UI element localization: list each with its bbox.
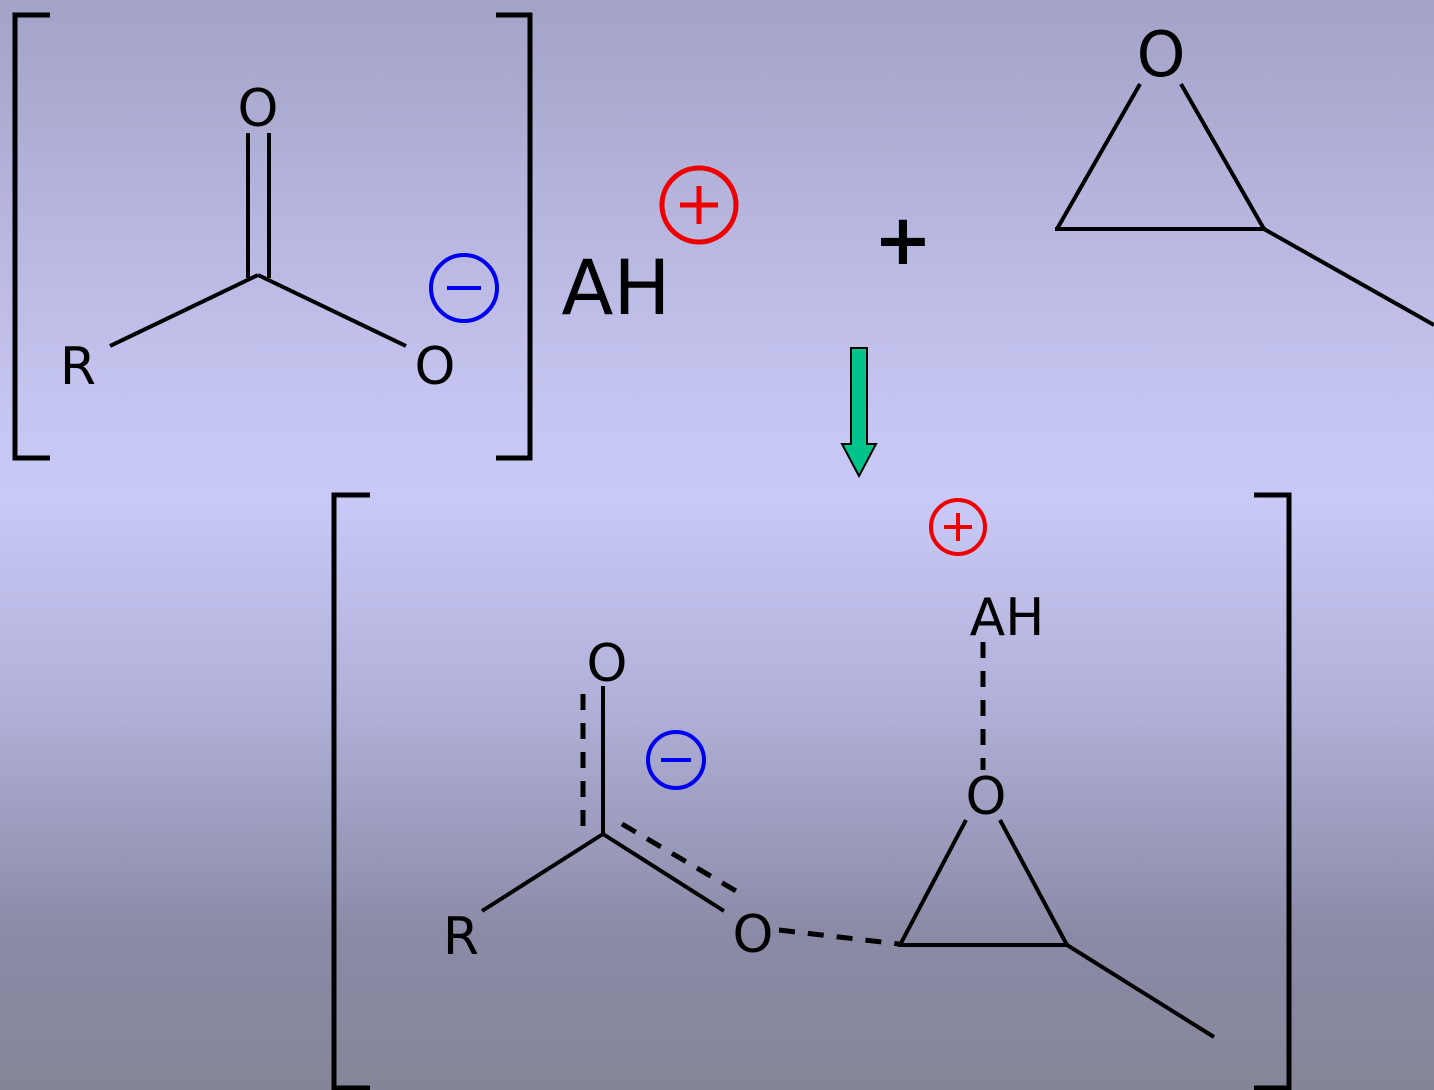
epoxide-oxygen-label: O (1137, 18, 1186, 91)
transition-state: O R O O AH (331, 492, 1292, 1090)
counter-ion: AH (561, 165, 739, 332)
ts-epoxide-o-c1-bond (898, 819, 968, 946)
epoxide-methyl-bond (1263, 227, 1434, 327)
ts-r-group-label: R (443, 907, 479, 967)
ts-acid-label: AH (970, 588, 1045, 648)
ts-epoxide-methyl-bond (1065, 943, 1216, 1039)
right-bracket-bottom (1254, 492, 1292, 1090)
negative-charge-icon (429, 253, 499, 323)
ts-c-o-partial-bond (620, 821, 738, 894)
left-bracket-top (12, 12, 50, 461)
epoxide-o-c1-bond (1055, 83, 1142, 230)
ts-negative-charge-icon (646, 730, 706, 790)
c-o-bond (257, 273, 407, 348)
carbonyl-oxygen-label: O (238, 79, 279, 139)
ts-positive-charge-icon (929, 498, 987, 556)
plus-sign: + (874, 199, 933, 281)
r-group-label: R (60, 337, 96, 397)
right-bracket-top (496, 12, 533, 461)
epoxide: O (1055, 18, 1434, 327)
carboxylate-salt: O R O (12, 12, 533, 461)
ts-forming-bond (778, 927, 900, 947)
epoxide-o-c2-bond (1179, 83, 1266, 230)
counter-ion-label: AH (561, 243, 670, 332)
ts-attacking-oxygen-label: O (733, 905, 774, 965)
ts-epoxide-o-c2-bond (998, 819, 1069, 946)
ts-epoxide-oxygen-label: O (966, 767, 1007, 827)
reaction-arrow-icon (840, 347, 878, 479)
ts-c-r-bond (480, 832, 605, 913)
left-bracket-bottom (331, 492, 370, 1090)
positive-charge-icon (659, 165, 739, 245)
anionic-oxygen-label: O (415, 337, 456, 397)
ts-carbonyl-oxygen-label: O (587, 634, 628, 694)
ts-c-o-solid-bond (601, 832, 726, 913)
c-r-bond (109, 273, 259, 348)
